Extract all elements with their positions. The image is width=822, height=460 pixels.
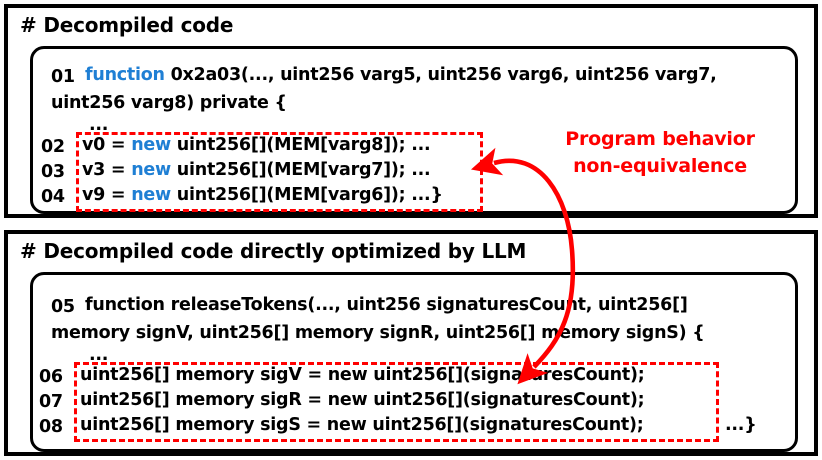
code-line-04: v9 = new uint256[](MEM[varg6]); ...}	[82, 185, 443, 205]
keyword-new-02: new	[131, 135, 177, 155]
line-number-07: 07	[39, 392, 63, 412]
keyword-new-03: new	[131, 160, 177, 180]
line-number-08: 08	[39, 417, 63, 437]
code-ellipsis-top: ...	[89, 115, 109, 135]
highlight-box-optimized-allocations	[74, 362, 719, 442]
line-number-01: 01	[51, 67, 75, 87]
code-line-03: v3 = new uint256[](MEM[varg7]); ...	[82, 160, 431, 180]
code-box-llm-optimized-code: 05 function releaseTokens(..., uint256 s…	[30, 272, 798, 452]
keyword-new-04: new	[131, 185, 177, 205]
code-line-01-continuation: uint256 varg8) private {	[51, 93, 287, 113]
panel-header-decompiled-code: # Decompiled code	[20, 13, 234, 37]
code-line-02-a: v0 =	[82, 135, 132, 155]
keyword-function: function	[85, 65, 171, 85]
code-line-05: function releaseTokens(..., uint256 sign…	[85, 295, 688, 315]
line-number-06: 06	[39, 367, 63, 387]
line-number-04: 04	[41, 187, 65, 207]
code-line-01-rest: 0x2a03(..., uint256 varg5, uint256 varg6…	[170, 65, 717, 85]
annotation-line-2: non-equivalence	[573, 154, 747, 177]
code-line-06: uint256[] memory sigV = new uint256[](si…	[80, 365, 645, 385]
annotation-line-1: Program behavior	[565, 128, 755, 150]
code-line-07: uint256[] memory sigR = new uint256[](si…	[80, 390, 645, 410]
code-ellipsis-bottom: ...	[89, 345, 109, 365]
code-line-02: v0 = new uint256[](MEM[varg8]); ...	[82, 135, 431, 155]
code-line-02-b: uint256[](MEM[varg8]); ...	[176, 135, 431, 155]
panel-header-llm-optimized-code: # Decompiled code directly optimized by …	[20, 239, 527, 263]
code-line-04-b: uint256[](MEM[varg6]); ...}	[176, 185, 443, 205]
code-line-08: uint256[] memory sigS = new uint256[](si…	[80, 415, 644, 435]
code-line-05-continuation: memory signV, uint256[] memory signR, ui…	[51, 323, 705, 343]
code-line-03-b: uint256[](MEM[varg7]); ...	[176, 160, 431, 180]
annotation-program-behavior-non-equivalence: Program behavior non-equivalence	[541, 126, 779, 180]
panel-llm-optimized-code: # Decompiled code directly optimized by …	[4, 230, 818, 456]
line-number-02: 02	[41, 137, 65, 157]
line-number-05: 05	[51, 297, 75, 317]
panel-decompiled-code: # Decompiled code 01 function 0x2a03(...…	[4, 4, 818, 218]
code-line-03-a: v3 =	[82, 160, 132, 180]
code-line-04-a: v9 =	[82, 185, 132, 205]
line-number-03: 03	[41, 162, 65, 182]
code-box-decompiled-code: 01 function 0x2a03(..., uint256 varg5, u…	[30, 46, 798, 214]
code-line-01: function 0x2a03(..., uint256 varg5, uint…	[85, 65, 717, 85]
code-line-08-trailing: ...}	[725, 415, 757, 435]
